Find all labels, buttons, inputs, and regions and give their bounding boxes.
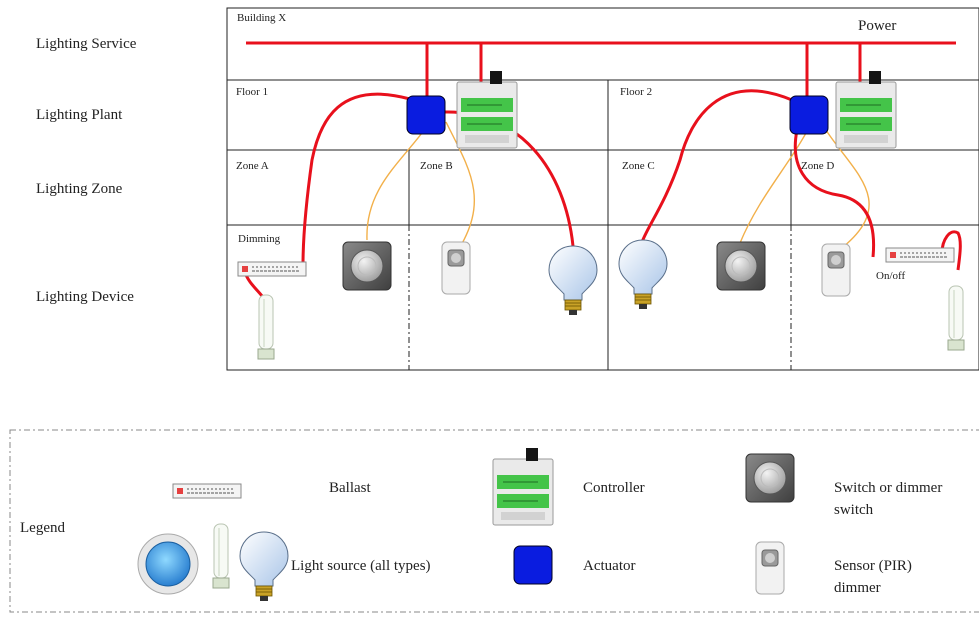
- dimmer-switch-zone-a: [342, 241, 392, 291]
- legend-sensor-icon: [755, 541, 785, 595]
- zone-label-b: Zone B: [420, 160, 453, 172]
- level-label-device: Lighting Device: [36, 289, 134, 305]
- level-label-zone: Lighting Zone: [36, 181, 123, 197]
- actuator-floor1: [406, 95, 446, 135]
- legend-controller-label: Controller: [583, 480, 645, 496]
- controller-floor2: [835, 70, 897, 149]
- zone-label-c: Zone C: [622, 160, 655, 172]
- dimming-label: Dimming: [238, 233, 281, 245]
- legend-ballast-label: Ballast: [329, 480, 371, 496]
- legend-sensor-label: Sensor (PIR) dimmer: [834, 558, 912, 596]
- building-frame: [226, 7, 979, 371]
- dimming-ballast: [237, 261, 307, 277]
- legend-downlight-icon: [137, 533, 199, 595]
- legend-light-source-label: Light source (all types): [291, 558, 431, 574]
- onoff-label: On/off: [876, 270, 906, 282]
- floor-label-1: Floor 1: [236, 86, 269, 98]
- legend-tube-icon: [212, 523, 230, 589]
- level-label-service: Lighting Service: [36, 36, 137, 52]
- legend-actuator-label: Actuator: [583, 558, 636, 574]
- tube-lamp-zone-a: [257, 294, 275, 360]
- legend-bulb-icon: [239, 531, 289, 602]
- actuator-floor2: [789, 95, 829, 135]
- bulb-zone-b: [548, 245, 598, 316]
- bulb-zone-c: [618, 239, 668, 310]
- switch-zone-c: [716, 241, 766, 291]
- pir-sensor-zone-d: [821, 243, 851, 297]
- floor-label-2: Floor 2: [620, 86, 653, 98]
- zone-label-d: Zone D: [801, 160, 835, 172]
- control-wires: [366, 117, 870, 253]
- pir-sensor-zone-b: [441, 241, 471, 295]
- legend-switch-label: Switch or dimmer switch: [834, 480, 943, 518]
- onoff-ballast: [885, 247, 955, 263]
- legend-title: Legend: [20, 520, 65, 536]
- legend-switch-icon: [745, 453, 795, 503]
- legend-actuator-icon: [513, 545, 553, 585]
- zone-label-a: Zone A: [236, 160, 269, 172]
- level-label-plant: Lighting Plant: [36, 107, 123, 123]
- legend-frame: [9, 429, 979, 613]
- power-label: Power: [858, 18, 897, 34]
- zone-divider-dashed: [408, 225, 792, 370]
- building-title: Building X: [237, 12, 287, 24]
- legend-ballast-icon: [172, 483, 242, 499]
- tube-lamp-zone-d: [947, 285, 965, 351]
- controller-floor1: [456, 70, 518, 149]
- legend-controller-icon: [492, 447, 554, 526]
- power-wires: [243, 41, 962, 301]
